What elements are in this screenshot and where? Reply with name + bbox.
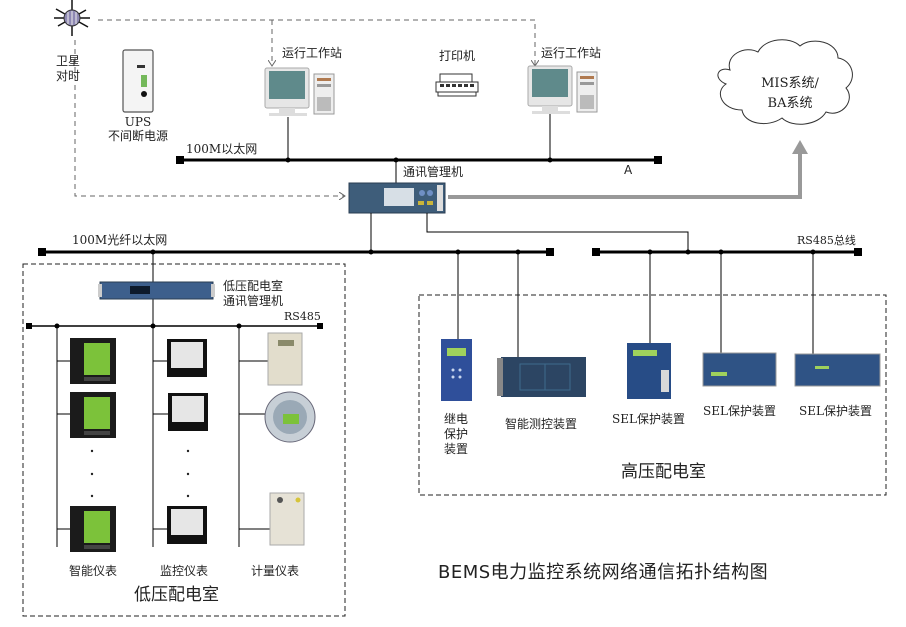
satellite-label-line1: 卫星: [55, 54, 80, 68]
sel-protection-label-2: SEL保护装置: [703, 404, 776, 418]
ellipsis-dots: [90, 449, 190, 498]
sel-protection-label-3: SEL保护装置: [799, 404, 872, 418]
low-voltage-manager-label-line1: 低压配电室: [223, 279, 284, 293]
relay-protection-label-line1: 继电: [444, 412, 469, 426]
sel-protection-icon: [702, 352, 777, 387]
sel-protection-icon: [627, 343, 671, 399]
relay-protection-label: 继电 保护 装置: [444, 412, 474, 457]
workstation-label-1: 运行工作站: [282, 46, 343, 60]
sel-protection-label-1: SEL保护装置: [612, 412, 685, 426]
manager-links: [370, 213, 689, 252]
energy-meter-icon: [264, 391, 316, 443]
high-voltage-room-box: [418, 294, 887, 496]
printer-icon: [435, 73, 479, 97]
workstation-icon: [527, 65, 598, 114]
mis-label: MIS系统/ BA系统: [740, 74, 840, 114]
comm-manager-label: 通讯管理机: [403, 165, 464, 179]
workstation-label-2: 运行工作站: [541, 46, 602, 60]
mis-label-line1: MIS系统/: [761, 76, 819, 91]
cloud-icon: [717, 39, 853, 125]
smart-meter-icon: [70, 392, 116, 438]
rs485-bus-label: RS485总线: [797, 234, 856, 247]
printer-label: 打印机: [439, 49, 476, 63]
energy-meter-label: 计量仪表: [251, 564, 300, 578]
energy-meter-icon: [267, 332, 303, 386]
ups-icon: [122, 49, 154, 113]
smart-meter-label: 智能仪表: [69, 564, 118, 578]
measure-control-label: 智能测控装置: [505, 417, 578, 431]
satellite-label-line2: 对时: [55, 69, 80, 83]
uplink-arrow: [448, 140, 808, 199]
ethernet-end-label: A: [624, 163, 633, 177]
satellite-sync-links: [74, 19, 535, 196]
smart-meter-icon: [70, 338, 116, 384]
high-voltage-room-title: 高压配电室: [621, 462, 706, 482]
low-voltage-room-title: 低压配电室: [134, 585, 219, 605]
low-voltage-manager-label-line2: 通讯管理机: [223, 294, 284, 308]
satellite-icon: [54, 0, 90, 36]
monitor-meter-icon: [168, 393, 208, 431]
low-voltage-rs485-label: RS485: [284, 310, 321, 323]
sel-protection-icon: [794, 353, 881, 387]
energy-meter-icon: [269, 492, 305, 546]
mis-label-line2: BA系统: [767, 96, 813, 111]
monitor-meter-icon: [167, 506, 207, 544]
relay-protection-label-line3: 装置: [444, 442, 469, 456]
workstation-icon: [264, 67, 335, 116]
low-voltage-manager-label: 低压配电室 通讯管理机: [223, 279, 283, 309]
ethernet-bus: [176, 114, 662, 186]
ups-label-line2: 不间断电源: [107, 129, 168, 143]
relay-protection-icon: [441, 339, 472, 401]
fiber-ethernet-label: 100M光纤以太网: [72, 233, 168, 247]
low-voltage-rs485-bus: [26, 323, 323, 547]
ethernet-label: 100M以太网: [186, 142, 258, 156]
rs485-bus: [592, 248, 862, 354]
ups-label: UPS 不间断电源: [100, 115, 176, 143]
low-voltage-manager-icon: [98, 281, 215, 300]
relay-protection-label-line2: 保护: [444, 427, 469, 441]
smart-meter-icon: [70, 506, 116, 552]
monitor-meter-icon: [167, 339, 207, 377]
low-voltage-room-box: [22, 263, 346, 617]
diagram-title: BEMS电力监控系统网络通信拓扑结构图: [438, 562, 769, 583]
monitor-meter-label: 监控仪表: [160, 564, 209, 578]
satellite-label: 卫星 对时: [56, 54, 80, 84]
ups-label-line1: UPS: [124, 115, 152, 129]
measure-control-icon: [497, 357, 586, 397]
comm-manager-icon: [348, 182, 446, 214]
